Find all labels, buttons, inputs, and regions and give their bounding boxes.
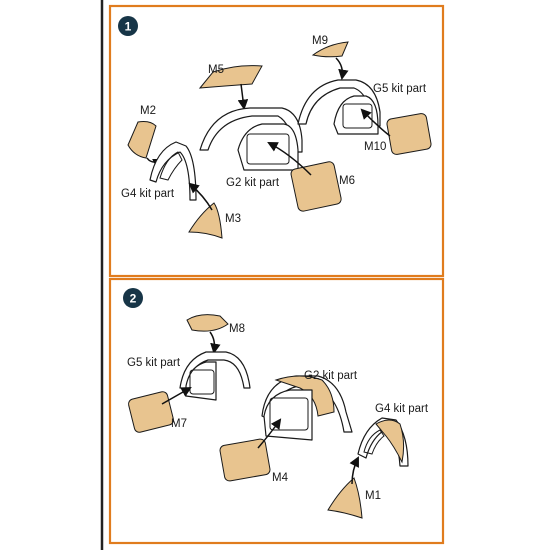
arrow-m7 [161, 386, 192, 405]
arrow-m9 [335, 57, 349, 81]
step-2-badge [123, 288, 143, 308]
mask-m4 [219, 438, 271, 482]
part-g4-step1 [149, 141, 197, 201]
step-1-badge [118, 16, 138, 36]
step-2-frame [108, 277, 445, 545]
mask-m3 [188, 202, 223, 239]
arrow-m5 [237, 83, 249, 111]
label-m2: M2 [140, 105, 156, 117]
label-g2-step1: G2 kit part [226, 177, 280, 189]
step-1-number: 1 [125, 20, 132, 34]
step-2-number: 2 [130, 292, 137, 306]
label-m10: M10 [364, 141, 386, 153]
step-1-panel: 1 M5 G2 kit part M6 M9 G5 kit part M10 [108, 4, 445, 278]
label-m6: M6 [339, 175, 355, 187]
label-m1: M1 [365, 490, 381, 502]
label-g4-step2: G4 kit part [375, 403, 429, 415]
mask-m9 [311, 41, 349, 58]
mask-m2 [127, 121, 157, 159]
label-m8: M8 [229, 323, 245, 335]
arrow-m3 [188, 182, 213, 211]
step-2-panel: 2 M8 G5 kit part M7 G2 kit part M4 [108, 277, 445, 545]
mask-m10 [386, 113, 432, 155]
label-m7: M7 [171, 418, 187, 430]
arrow-m8 [209, 331, 221, 355]
part-g4-step2 [357, 417, 409, 467]
part-g5-step1 [297, 79, 381, 135]
mask-m8 [186, 314, 229, 332]
label-m5: M5 [208, 64, 224, 76]
label-g5-step2: G5 kit part [127, 357, 181, 369]
label-m9: M9 [312, 35, 328, 47]
mask-m5 [198, 65, 263, 89]
mask-m7 [128, 391, 174, 433]
arrow-m1 [349, 456, 359, 485]
part-g2-step1 [199, 107, 303, 171]
label-m3: M3 [225, 213, 241, 225]
label-g5-step1: G5 kit part [373, 83, 427, 95]
label-m4: M4 [272, 472, 289, 484]
part-g2-step2 [261, 375, 353, 441]
mask-m1 [327, 477, 363, 519]
part-g5-step2 [179, 351, 251, 401]
arrow-m4 [257, 418, 282, 449]
label-g2-step2: G2 kit part [304, 370, 358, 382]
step-1-frame [108, 4, 445, 278]
arrow-m10 [360, 108, 391, 137]
arrow-m6 [267, 142, 312, 176]
mask-m6 [290, 161, 342, 212]
label-g4-step1: G4 kit part [121, 188, 175, 200]
